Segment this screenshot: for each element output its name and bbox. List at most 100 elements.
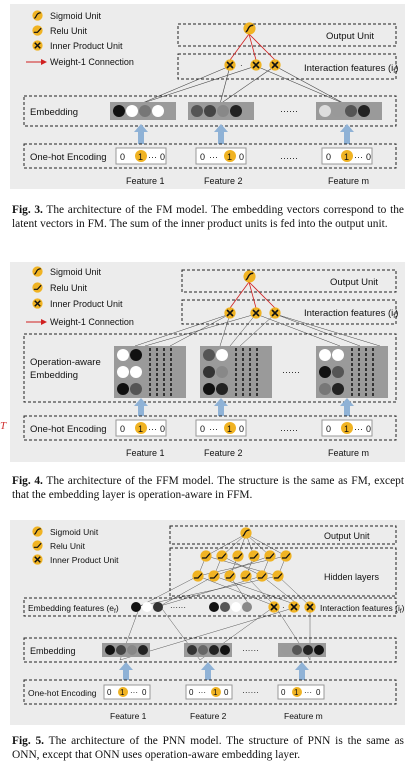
inner-product-icon xyxy=(32,554,43,565)
feature-2-label: Feature 2 xyxy=(204,176,243,186)
interaction-label: Interaction features (if) xyxy=(304,63,398,75)
output-sigmoid-icon xyxy=(243,22,256,35)
svg-text:Feature m: Feature m xyxy=(284,711,323,721)
inner-product-icon xyxy=(250,59,262,71)
svg-text:···: ··· xyxy=(354,152,363,162)
svg-text:Interaction features (if): Interaction features (if) xyxy=(304,308,398,320)
svg-text:···: ··· xyxy=(209,152,218,162)
svg-text:0: 0 xyxy=(366,424,371,434)
svg-text:Interaction features (if): Interaction features (if) xyxy=(320,603,405,615)
relu-icon xyxy=(32,282,43,293)
svg-text:Feature 1: Feature 1 xyxy=(110,711,147,721)
svg-text:1: 1 xyxy=(344,152,349,162)
embedding-label: Embedding xyxy=(30,107,78,118)
embedding-box xyxy=(23,637,397,663)
sigmoid-icon xyxy=(32,526,43,537)
svg-text:1: 1 xyxy=(138,424,143,434)
hidden-layer-1 xyxy=(200,550,292,562)
figure-4-ffm: Sigmoid Unit Relu Unit Inner Product Uni… xyxy=(10,262,405,462)
onehot-box xyxy=(23,143,397,169)
inner-product-icon xyxy=(32,40,43,51)
feature-1-label: Feature 1 xyxy=(126,176,165,186)
svg-text:······: ······ xyxy=(170,603,186,612)
svg-text:1: 1 xyxy=(120,688,125,697)
legend-sigmoid: Sigmoid Unit xyxy=(50,11,102,21)
svg-text:1: 1 xyxy=(227,424,232,434)
figure-5-caption: Fig. 5. The architecture of the PNN mode… xyxy=(12,735,404,761)
output-box xyxy=(169,525,397,545)
svg-text:0: 0 xyxy=(316,688,321,697)
legend-inner-product: Inner Product Unit xyxy=(50,41,123,51)
embedding-box xyxy=(23,333,397,403)
fig3-weight-lines xyxy=(229,33,276,61)
figure-3-fm: Sigmoid Unit Relu Unit Inner Product Uni… xyxy=(10,4,405,189)
svg-text:0: 0 xyxy=(107,688,112,697)
svg-text:1: 1 xyxy=(344,424,349,434)
inner-product-icon xyxy=(32,298,43,309)
svg-text:······: ······ xyxy=(242,687,259,697)
svg-text:0: 0 xyxy=(200,152,205,162)
inner-product-icon xyxy=(269,59,281,71)
svg-text:···: ··· xyxy=(304,688,312,697)
svg-text:1: 1 xyxy=(294,688,299,697)
svg-text:Weight-1 Connection: Weight-1 Connection xyxy=(50,317,134,327)
svg-text:1: 1 xyxy=(138,152,143,162)
svg-text:······: ······ xyxy=(242,645,259,655)
svg-text:···: ··· xyxy=(209,424,218,434)
feature-layer-box xyxy=(23,597,397,617)
relu-icon xyxy=(32,25,43,36)
inner-product-icon xyxy=(224,59,236,71)
hidden-layers-box xyxy=(169,547,397,597)
svg-text:Inner Product Unit: Inner Product Unit xyxy=(50,555,119,565)
embedding-matrix-m xyxy=(316,346,388,398)
onehot-label: One-hot Encoding xyxy=(30,152,107,163)
sigmoid-icon xyxy=(32,266,43,277)
svg-text:0: 0 xyxy=(189,688,194,697)
fig4-arrows xyxy=(134,398,354,416)
svg-text:···: ··· xyxy=(148,152,157,162)
svg-text:···: ··· xyxy=(130,688,138,697)
figure-5-pnn: Sigmoid Unit Relu Unit Inner Product Uni… xyxy=(10,520,405,725)
embedding-matrix-1 xyxy=(114,346,186,398)
svg-text:0: 0 xyxy=(281,688,286,697)
inner-product-icon xyxy=(224,307,236,319)
inner-product-icon xyxy=(288,601,300,613)
inner-product-icon xyxy=(269,307,281,319)
svg-text:Sigmoid Unit: Sigmoid Unit xyxy=(50,527,99,537)
svg-text:·: · xyxy=(282,603,285,612)
svg-text:0: 0 xyxy=(326,152,331,162)
output-unit-label: Output Unit xyxy=(326,31,374,42)
embedding-box xyxy=(23,95,397,127)
svg-text:······: ······ xyxy=(280,425,298,435)
svg-text:0: 0 xyxy=(142,688,147,697)
svg-text:0: 0 xyxy=(239,152,244,162)
svg-text:0: 0 xyxy=(326,424,331,434)
hidden-layer-2 xyxy=(192,570,284,582)
svg-text:0: 0 xyxy=(160,152,165,162)
svg-text:······: ······ xyxy=(280,153,298,163)
svg-text:Relu Unit: Relu Unit xyxy=(50,541,86,551)
svg-text:One-hot Encoding: One-hot Encoding xyxy=(28,688,97,698)
relu-icon xyxy=(32,540,43,551)
svg-text:···: ··· xyxy=(354,424,363,434)
svg-text:···: ··· xyxy=(148,424,157,434)
fig3-arrows xyxy=(134,124,354,144)
svg-text:Output Unit: Output Unit xyxy=(330,277,378,288)
svg-text:······: ······ xyxy=(282,367,300,377)
svg-text:Embedding features (ef): Embedding features (ef) xyxy=(28,603,119,615)
svg-text:Relu Unit: Relu Unit xyxy=(50,283,88,293)
svg-text:One-hot Encoding: One-hot Encoding xyxy=(30,424,107,435)
svg-text:0: 0 xyxy=(239,424,244,434)
svg-text:0: 0 xyxy=(120,424,125,434)
svg-text:Feature 2: Feature 2 xyxy=(190,711,227,721)
svg-text:Output Unit: Output Unit xyxy=(324,531,370,541)
figure-3-caption: Fig. 3. The architecture of the FM model… xyxy=(12,204,404,230)
svg-text:0: 0 xyxy=(160,424,165,434)
svg-text:Sigmoid Unit: Sigmoid Unit xyxy=(50,267,102,277)
svg-text:···: ··· xyxy=(198,688,206,697)
svg-text:1: 1 xyxy=(213,688,218,697)
onehot-box xyxy=(23,415,397,441)
interaction-box xyxy=(181,299,397,325)
output-sigmoid-icon xyxy=(240,527,252,539)
